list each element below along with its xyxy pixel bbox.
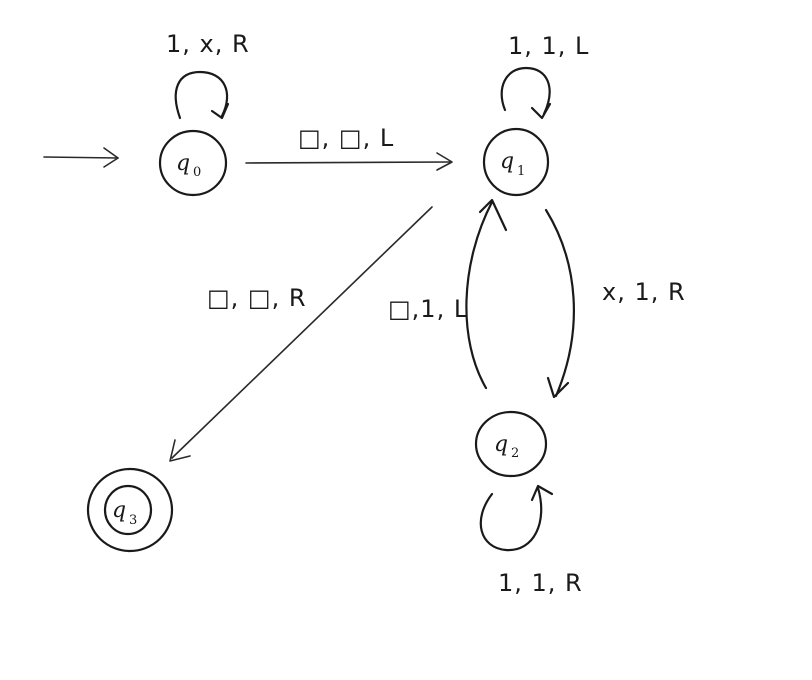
loop-q2-arrowhead <box>530 484 554 502</box>
edge-q1-q2 <box>544 208 575 398</box>
state-q3-name: q <box>112 498 126 523</box>
start-arrow-head <box>103 147 119 168</box>
edge-q2-q1-arrowhead <box>478 198 508 232</box>
state-q1: q 1 <box>482 127 550 197</box>
state-q2-name: q <box>494 432 508 457</box>
label-q2-q2: 1, 1, R <box>498 569 583 597</box>
state-q2-sub: 2 <box>511 446 519 461</box>
label-q0-q1: □, □, L <box>298 124 394 152</box>
loop-q0 <box>174 70 229 120</box>
state-q3-sub: 3 <box>129 513 137 528</box>
state-q1-sub: 1 <box>517 164 525 179</box>
edge-q1-q3 <box>171 206 433 459</box>
state-q0: q 0 <box>158 129 228 197</box>
label-q1-q3: □, □, R <box>207 284 307 312</box>
state-q0-sub: 0 <box>193 165 201 180</box>
state-q1-name: q <box>500 149 514 174</box>
label-q1-q1: 1, 1, L <box>508 32 589 60</box>
loop-q1-arrowhead <box>530 102 552 120</box>
edge-q1-q3-arrowhead <box>169 439 191 462</box>
start-arrow <box>43 156 119 159</box>
state-q2: q 2 <box>474 410 548 478</box>
edge-q1-q2-arrowhead <box>546 376 570 399</box>
label-q2-q1: □,1, L <box>388 295 468 323</box>
loop-q1 <box>500 66 551 116</box>
state-q0-name: q <box>176 151 190 176</box>
state-q3: q 3 <box>86 467 174 553</box>
edge-q0-q1-arrowhead <box>436 152 453 171</box>
label-q1-q2: x, 1, R <box>602 278 686 306</box>
label-q0-q0: 1, x, R <box>166 30 250 58</box>
edge-q0-q1 <box>245 161 451 164</box>
loop-q0-arrowhead <box>210 102 230 120</box>
loop-q2 <box>479 486 543 552</box>
edge-q2-q1 <box>465 200 494 390</box>
